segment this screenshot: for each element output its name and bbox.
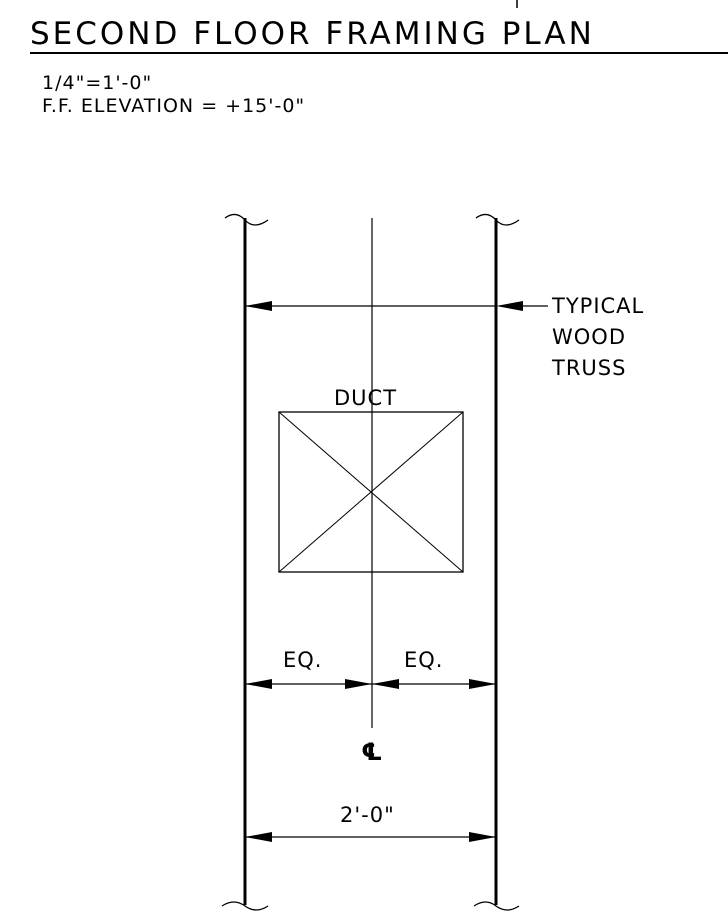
- drawing-title: SECOND FLOOR FRAMING PLAN: [30, 16, 595, 52]
- overall-arrow-left: [245, 832, 272, 842]
- break-mark-bottom-left: [221, 901, 269, 911]
- callout-line-2: WOOD: [552, 325, 626, 349]
- eq-arrow-2: [345, 679, 372, 689]
- callout-line-3: TRUSS: [551, 356, 626, 380]
- duct-diagonal-2: [278, 411, 464, 573]
- duct-label: DUCT: [334, 386, 397, 410]
- elevation-note: F.F. ELEVATION = +15'-0": [42, 95, 305, 117]
- overall-dimension: 2'-0": [245, 803, 496, 842]
- duct-box: [278, 411, 464, 573]
- callout-line-1: TYPICAL: [551, 294, 644, 318]
- scale-note: 1/4"=1'-0": [42, 72, 152, 94]
- duct: DUCT: [278, 386, 464, 573]
- eq-arrow-3: [372, 679, 399, 689]
- break-mark-top-right: [475, 213, 520, 226]
- truss-lines: [221, 213, 520, 911]
- overall-arrow-right: [469, 832, 496, 842]
- overall-dim-label: 2'-0": [340, 803, 395, 827]
- eq-label-right: EQ.: [404, 648, 443, 672]
- centerline-symbol: ℄: [361, 738, 384, 766]
- break-mark-top-left: [224, 213, 269, 226]
- eq-label-left: EQ.: [283, 648, 322, 672]
- eq-arrow-1: [245, 679, 272, 689]
- break-mark-bottom-right: [473, 901, 520, 911]
- callout-arrow-right: [496, 301, 523, 311]
- callout-arrow-left: [245, 301, 272, 311]
- equal-dimension: EQ. EQ.: [245, 648, 496, 689]
- title-block: SECOND FLOOR FRAMING PLAN 1/4"=1'-0" F.F…: [30, 0, 728, 117]
- eq-arrow-4: [469, 679, 496, 689]
- truss-callout: TYPICAL WOOD TRUSS: [245, 294, 644, 380]
